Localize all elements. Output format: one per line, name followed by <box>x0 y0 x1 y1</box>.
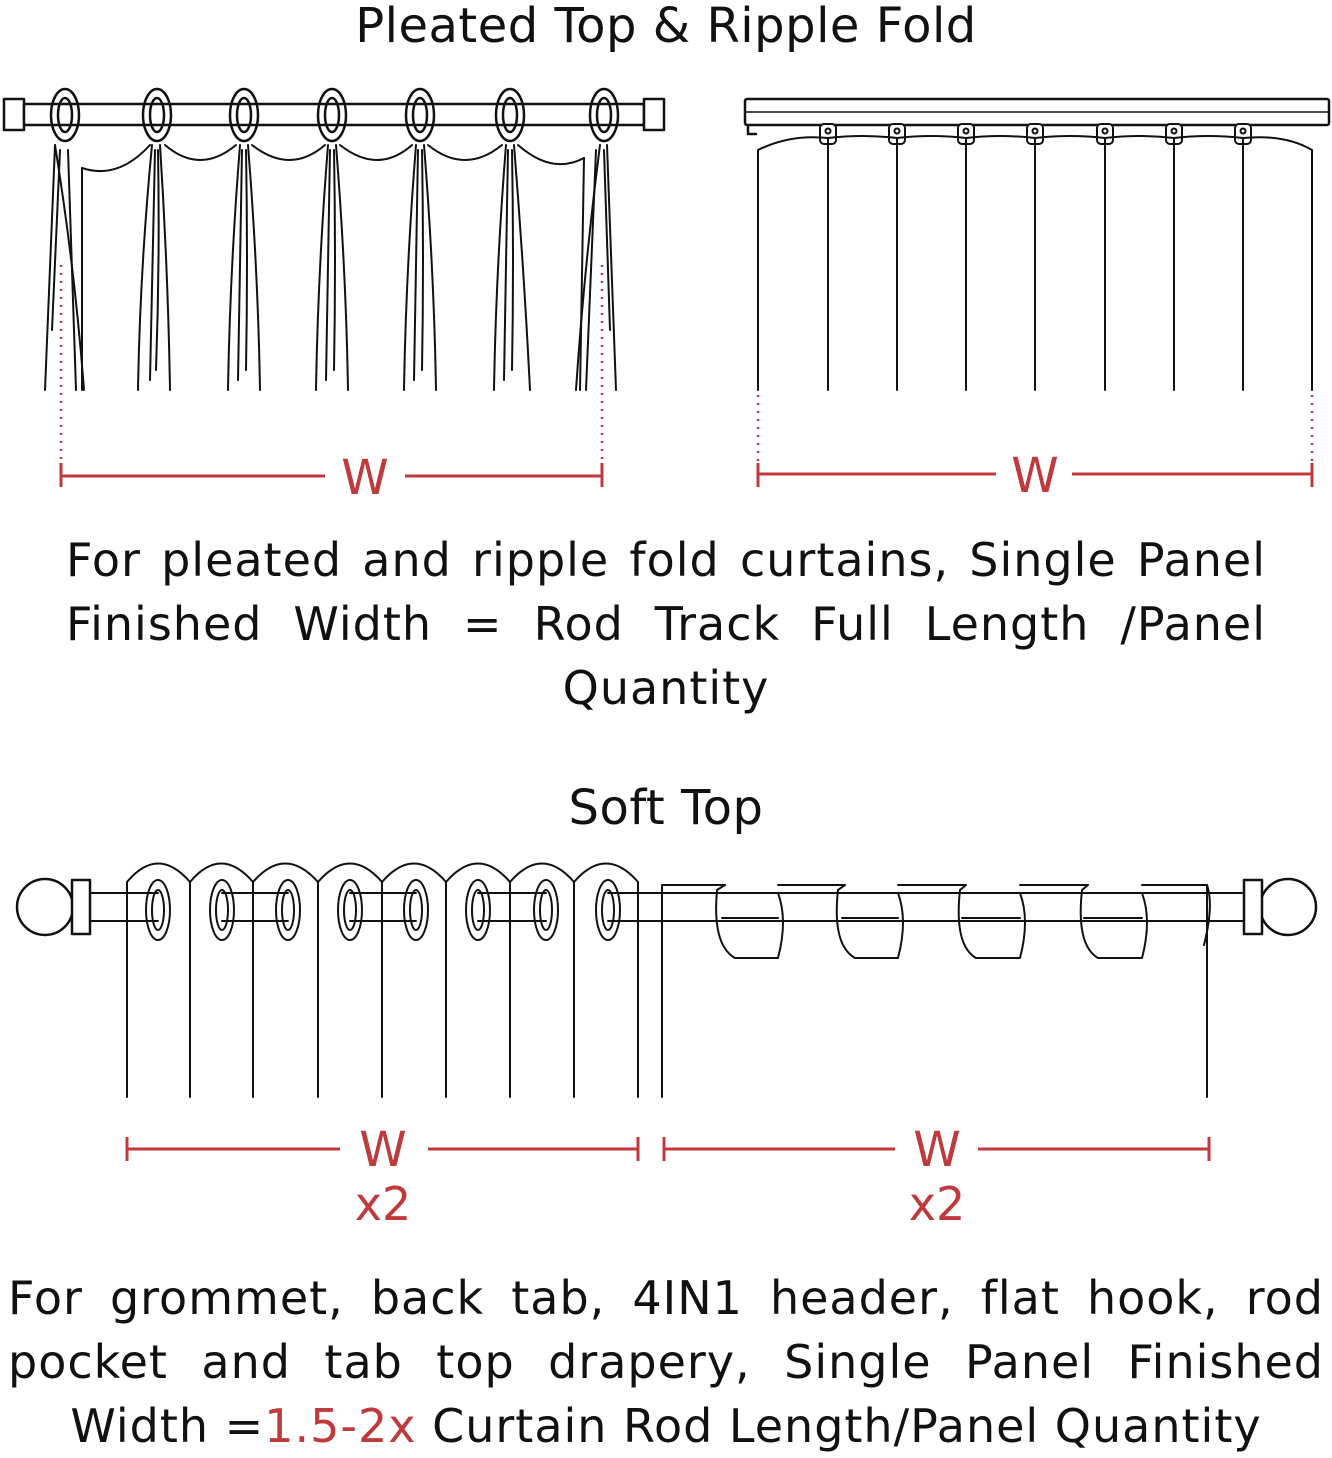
soft-rod-segments <box>89 892 1245 922</box>
top-diagrams: W W <box>2 87 1331 506</box>
tab-top-multiplier: x2 <box>909 1177 966 1231</box>
soft-caption-ratio: 1.5-2x <box>264 1399 417 1453</box>
grommet-width-dimension <box>125 1137 640 1161</box>
soft-caption-end: Curtain Rod Length/Panel Quantity <box>416 1399 1262 1453</box>
tab-top-curtain <box>661 884 1211 1098</box>
soft-caption-start: For grommet, back tab, 4IN1 header, flat… <box>8 1271 1324 1453</box>
pleated-width-label: W <box>341 450 388 506</box>
ripple-width-dimension <box>756 395 1314 487</box>
soft-top-title: Soft Top <box>568 780 764 836</box>
pleated-width-dimension <box>59 265 604 487</box>
pleated-rod <box>2 97 666 132</box>
grommet-width-label: W <box>359 1122 406 1178</box>
ripple-width-label: W <box>1011 448 1058 504</box>
ripple-curtain <box>757 135 1313 391</box>
soft-top-caption: For grommet, back tab, 4IN1 header, flat… <box>8 1266 1324 1458</box>
tab-top-width-dimension <box>662 1137 1211 1161</box>
pleated-ripple-title: Pleated Top & Ripple Fold <box>355 0 977 54</box>
curtain-rings <box>49 87 620 143</box>
grommet-curtain <box>126 862 639 1098</box>
soft-rod <box>15 877 1318 937</box>
tab-top-width-label: W <box>913 1122 960 1178</box>
grommet-multiplier: x2 <box>355 1177 412 1231</box>
pleated-curtain <box>44 144 617 391</box>
pleated-caption: For pleated and ripple fold curtains, Si… <box>66 533 1266 715</box>
soft-top-diagrams: W x2 W x2 <box>15 862 1318 1231</box>
